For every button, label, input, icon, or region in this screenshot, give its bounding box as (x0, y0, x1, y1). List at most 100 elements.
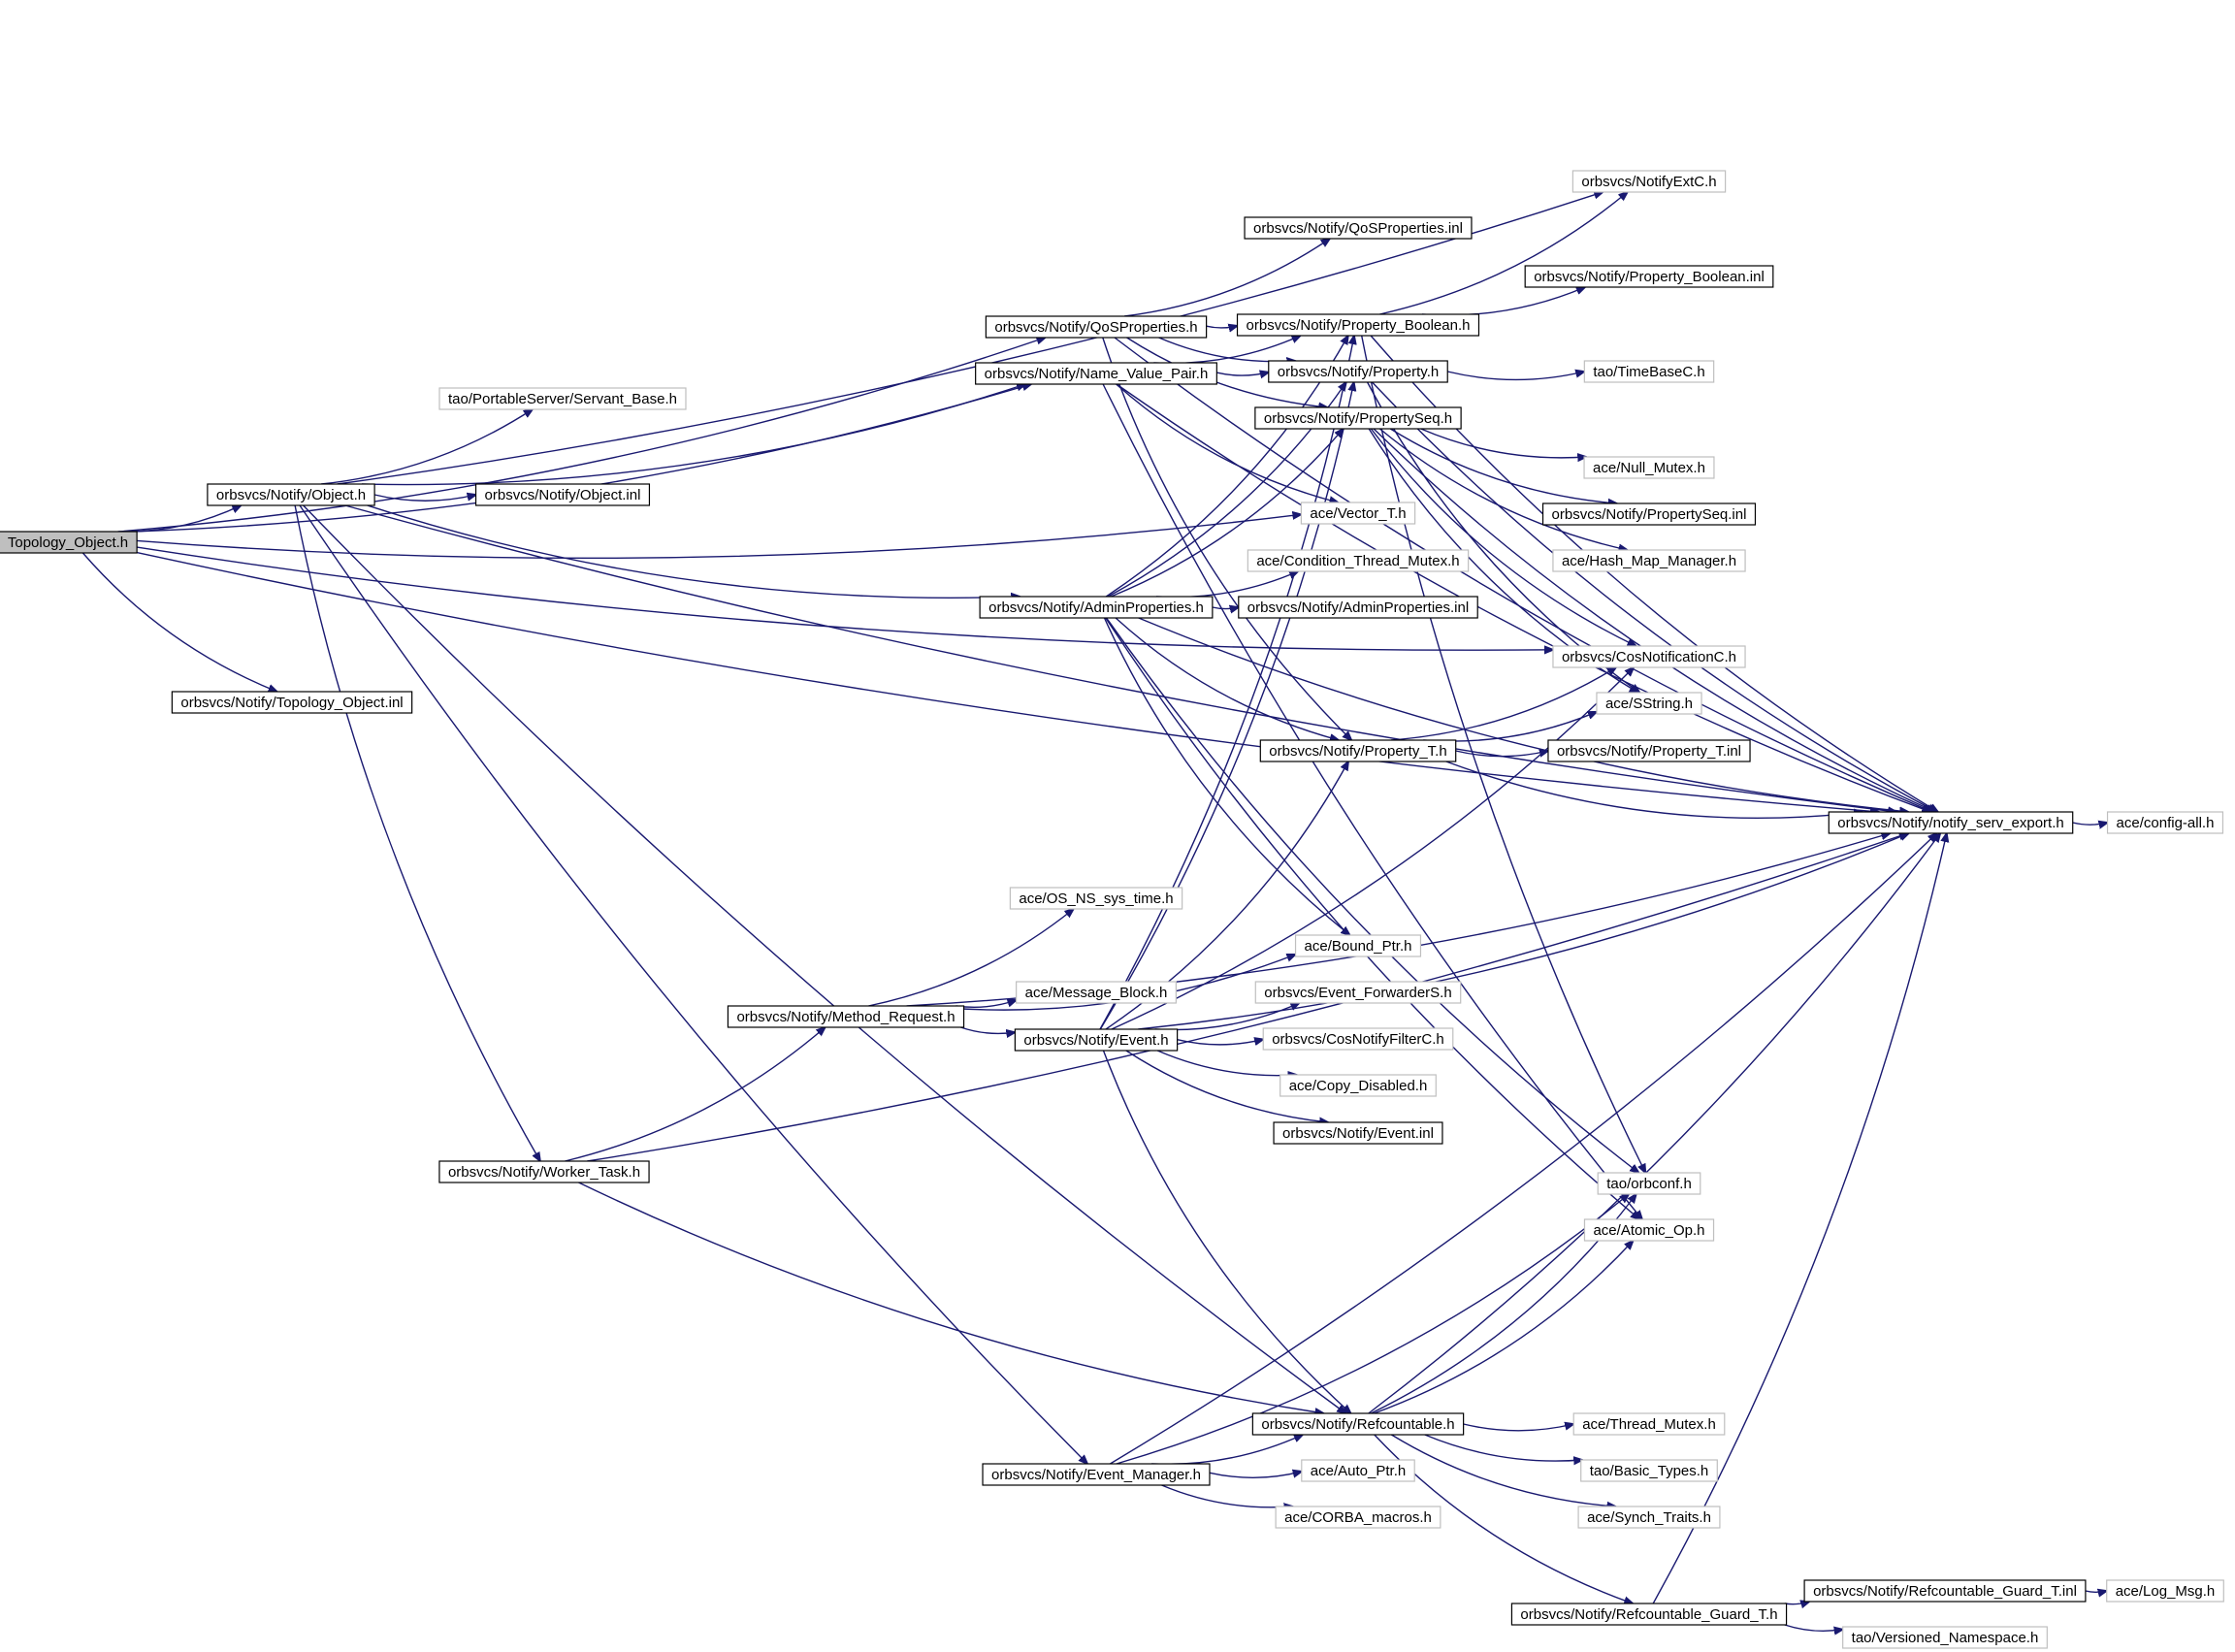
node-box (1580, 1459, 1718, 1482)
node-topo[interactable]: Topology_Object.h (0, 531, 138, 554)
edge-object-to-admin (367, 504, 1020, 598)
node-label: orbsvcs/Notify/Name_Value_Pair.h (985, 366, 1209, 382)
node-box (1244, 216, 1473, 240)
node-hashmap[interactable]: ace/Hash_Map_Manager.h (1552, 549, 1746, 572)
node-label: ace/Message_Block.h (1025, 985, 1168, 1001)
node-label: tao/Basic_Types.h (1590, 1463, 1709, 1479)
node-box (1583, 360, 1715, 383)
node-orbconf[interactable]: tao/orbconf.h (1597, 1172, 1701, 1195)
edge-propseq-to-hashmap (1378, 428, 1627, 550)
node-admin[interactable]: orbsvcs/Notify/AdminProperties.h (979, 596, 1214, 619)
node-condmutex[interactable]: ace/Condition_Thread_Mutex.h (1247, 549, 1470, 572)
node-nullmutex[interactable]: ace/Null_Mutex.h (1583, 456, 1715, 479)
node-worker[interactable]: orbsvcs/Notify/Worker_Task.h (438, 1160, 650, 1183)
node-timebase[interactable]: tao/TimeBaseC.h (1583, 360, 1715, 383)
node-label: orbsvcs/Notify/Property_T.inl (1557, 743, 1741, 760)
node-versioned[interactable]: tao/Versioned_Namespace.h (1842, 1626, 2048, 1649)
node-label: orbsvcs/Notify/Topology_Object.inl (180, 695, 403, 711)
edge-admin-to-orbconf (1106, 617, 1639, 1173)
node-box (985, 315, 1208, 339)
node-box (1273, 1121, 1443, 1145)
edge-event-to-cosfilter (1177, 1039, 1264, 1044)
node-propseqinl[interactable]: orbsvcs/Notify/PropertySeq.inl (1541, 502, 1757, 526)
node-propt[interactable]: orbsvcs/Notify/Property_T.h (1259, 739, 1457, 762)
node-box (979, 596, 1214, 619)
node-box (1524, 265, 1774, 288)
edge-propt-to-proptinl (1455, 751, 1548, 757)
node-label: orbsvcs/Notify/Refcountable.h (1261, 1416, 1454, 1433)
node-ossys[interactable]: ace/OS_NS_sys_time.h (1009, 887, 1183, 910)
node-synch[interactable]: ace/Synch_Traits.h (1577, 1506, 1721, 1529)
edge-evmgr-to-corbamacros (1161, 1484, 1293, 1507)
node-label: orbsvcs/Event_ForwarderS.h (1264, 985, 1451, 1001)
edge-rguardinl-to-logmsg (2085, 1591, 2107, 1592)
edge-method-to-ossys (868, 909, 1073, 1007)
node-vector[interactable]: ace/Vector_T.h (1300, 502, 1416, 525)
node-pboolinl[interactable]: orbsvcs/Notify/Property_Boolean.inl (1524, 265, 1774, 288)
node-configall[interactable]: ace/config-all.h (2106, 811, 2224, 834)
node-rguard[interactable]: orbsvcs/Notify/Refcountable_Guard_T.h (1510, 1603, 1788, 1626)
node-notifyext[interactable]: orbsvcs/NotifyExtC.h (1571, 170, 1727, 193)
node-admininl[interactable]: orbsvcs/Notify/AdminProperties.inl (1238, 596, 1478, 619)
node-pbool[interactable]: orbsvcs/Notify/Property_Boolean.h (1236, 313, 1480, 337)
node-box (1279, 1074, 1437, 1097)
node-atomic[interactable]: ace/Atomic_Op.h (1583, 1218, 1715, 1242)
node-sstring[interactable]: ace/SString.h (1596, 692, 1702, 715)
node-box (2106, 811, 2224, 834)
node-qos[interactable]: orbsvcs/Notify/QoSProperties.h (985, 315, 1208, 339)
node-qosinl[interactable]: orbsvcs/Notify/QoSProperties.inl (1244, 216, 1473, 240)
edge-propt-to-cosnotif (1390, 667, 1616, 741)
node-label: orbsvcs/Notify/Refcountable_Guard_T.inl (1813, 1583, 2077, 1600)
edge-qos-to-qosinl (1124, 239, 1330, 317)
node-label: orbsvcs/CosNotifyFilterC.h (1272, 1031, 1444, 1048)
node-proptinl[interactable]: orbsvcs/Notify/Property_T.inl (1547, 739, 1751, 762)
node-label: orbsvcs/Notify/QoSProperties.inl (1253, 220, 1463, 237)
node-eventinl[interactable]: orbsvcs/Notify/Event.inl (1273, 1121, 1443, 1145)
node-boundptr[interactable]: ace/Bound_Ptr.h (1294, 934, 1422, 957)
node-label: orbsvcs/Notify/Property_Boolean.h (1247, 317, 1471, 334)
node-evfwd[interactable]: orbsvcs/Event_ForwarderS.h (1254, 981, 1462, 1004)
node-box (727, 1005, 965, 1028)
node-rguardinl[interactable]: orbsvcs/Notify/Refcountable_Guard_T.inl (1803, 1579, 2087, 1603)
node-box (1571, 170, 1727, 193)
node-threadmutex[interactable]: ace/Thread_Mutex.h (1572, 1412, 1726, 1436)
edge-admin-to-propseq (1110, 429, 1344, 598)
node-box (1262, 1027, 1454, 1051)
node-logmsg[interactable]: ace/Log_Msg.h (2106, 1579, 2224, 1603)
node-event[interactable]: orbsvcs/Notify/Event.h (1014, 1028, 1179, 1052)
node-refc[interactable]: orbsvcs/Notify/Refcountable.h (1251, 1412, 1465, 1436)
node-topoinl[interactable]: orbsvcs/Notify/Topology_Object.inl (171, 691, 413, 714)
node-export[interactable]: orbsvcs/Notify/notify_serv_export.h (1828, 811, 2074, 834)
node-servant[interactable]: tao/PortableServer/Servant_Base.h (438, 387, 687, 410)
node-layer: Topology_Object.h orbsvcs/Notify/Topology… (0, 170, 2224, 1649)
edge-admin-to-condmutex (1155, 571, 1298, 599)
node-label: orbsvcs/CosNotificationC.h (1562, 649, 1736, 665)
node-msgblock[interactable]: ace/Message_Block.h (1016, 981, 1177, 1004)
node-propseq[interactable]: orbsvcs/Notify/PropertySeq.h (1254, 406, 1462, 430)
node-box (1014, 1028, 1179, 1052)
node-objinl[interactable]: orbsvcs/Notify/Object.inl (474, 483, 651, 506)
node-basictypes[interactable]: tao/Basic_Types.h (1580, 1459, 1718, 1482)
node-object[interactable]: orbsvcs/Notify/Object.h (207, 483, 375, 506)
node-box (975, 362, 1217, 385)
edge-topo-to-cosnotif (136, 546, 1553, 650)
edge-prop-to-timebase (1447, 372, 1584, 381)
edge-evmgr-to-refc (1151, 1435, 1303, 1466)
edge-evmgr-to-export (1110, 833, 1936, 1465)
node-box (1547, 739, 1751, 762)
edge-refc-to-atomic (1374, 1241, 1634, 1414)
edge-object-to-nvp (361, 384, 1025, 486)
node-prop[interactable]: orbsvcs/Notify/Property.h (1268, 360, 1448, 383)
node-nvp[interactable]: orbsvcs/Notify/Name_Value_Pair.h (975, 362, 1217, 385)
node-label: ace/Bound_Ptr.h (1305, 938, 1412, 955)
node-box (1842, 1626, 2048, 1649)
node-copydis[interactable]: ace/Copy_Disabled.h (1279, 1074, 1437, 1097)
node-autoptr[interactable]: ace/Auto_Ptr.h (1301, 1459, 1415, 1482)
node-box (474, 483, 651, 506)
node-corbamacros[interactable]: ace/CORBA_macros.h (1275, 1506, 1441, 1529)
node-evmgr[interactable]: orbsvcs/Notify/Event_Manager.h (982, 1463, 1211, 1486)
node-cosnotif[interactable]: orbsvcs/CosNotificationC.h (1552, 645, 1746, 668)
node-cosfilter[interactable]: orbsvcs/CosNotifyFilterC.h (1262, 1027, 1454, 1051)
node-method[interactable]: orbsvcs/Notify/Method_Request.h (727, 1005, 965, 1028)
node-box (1552, 549, 1746, 572)
